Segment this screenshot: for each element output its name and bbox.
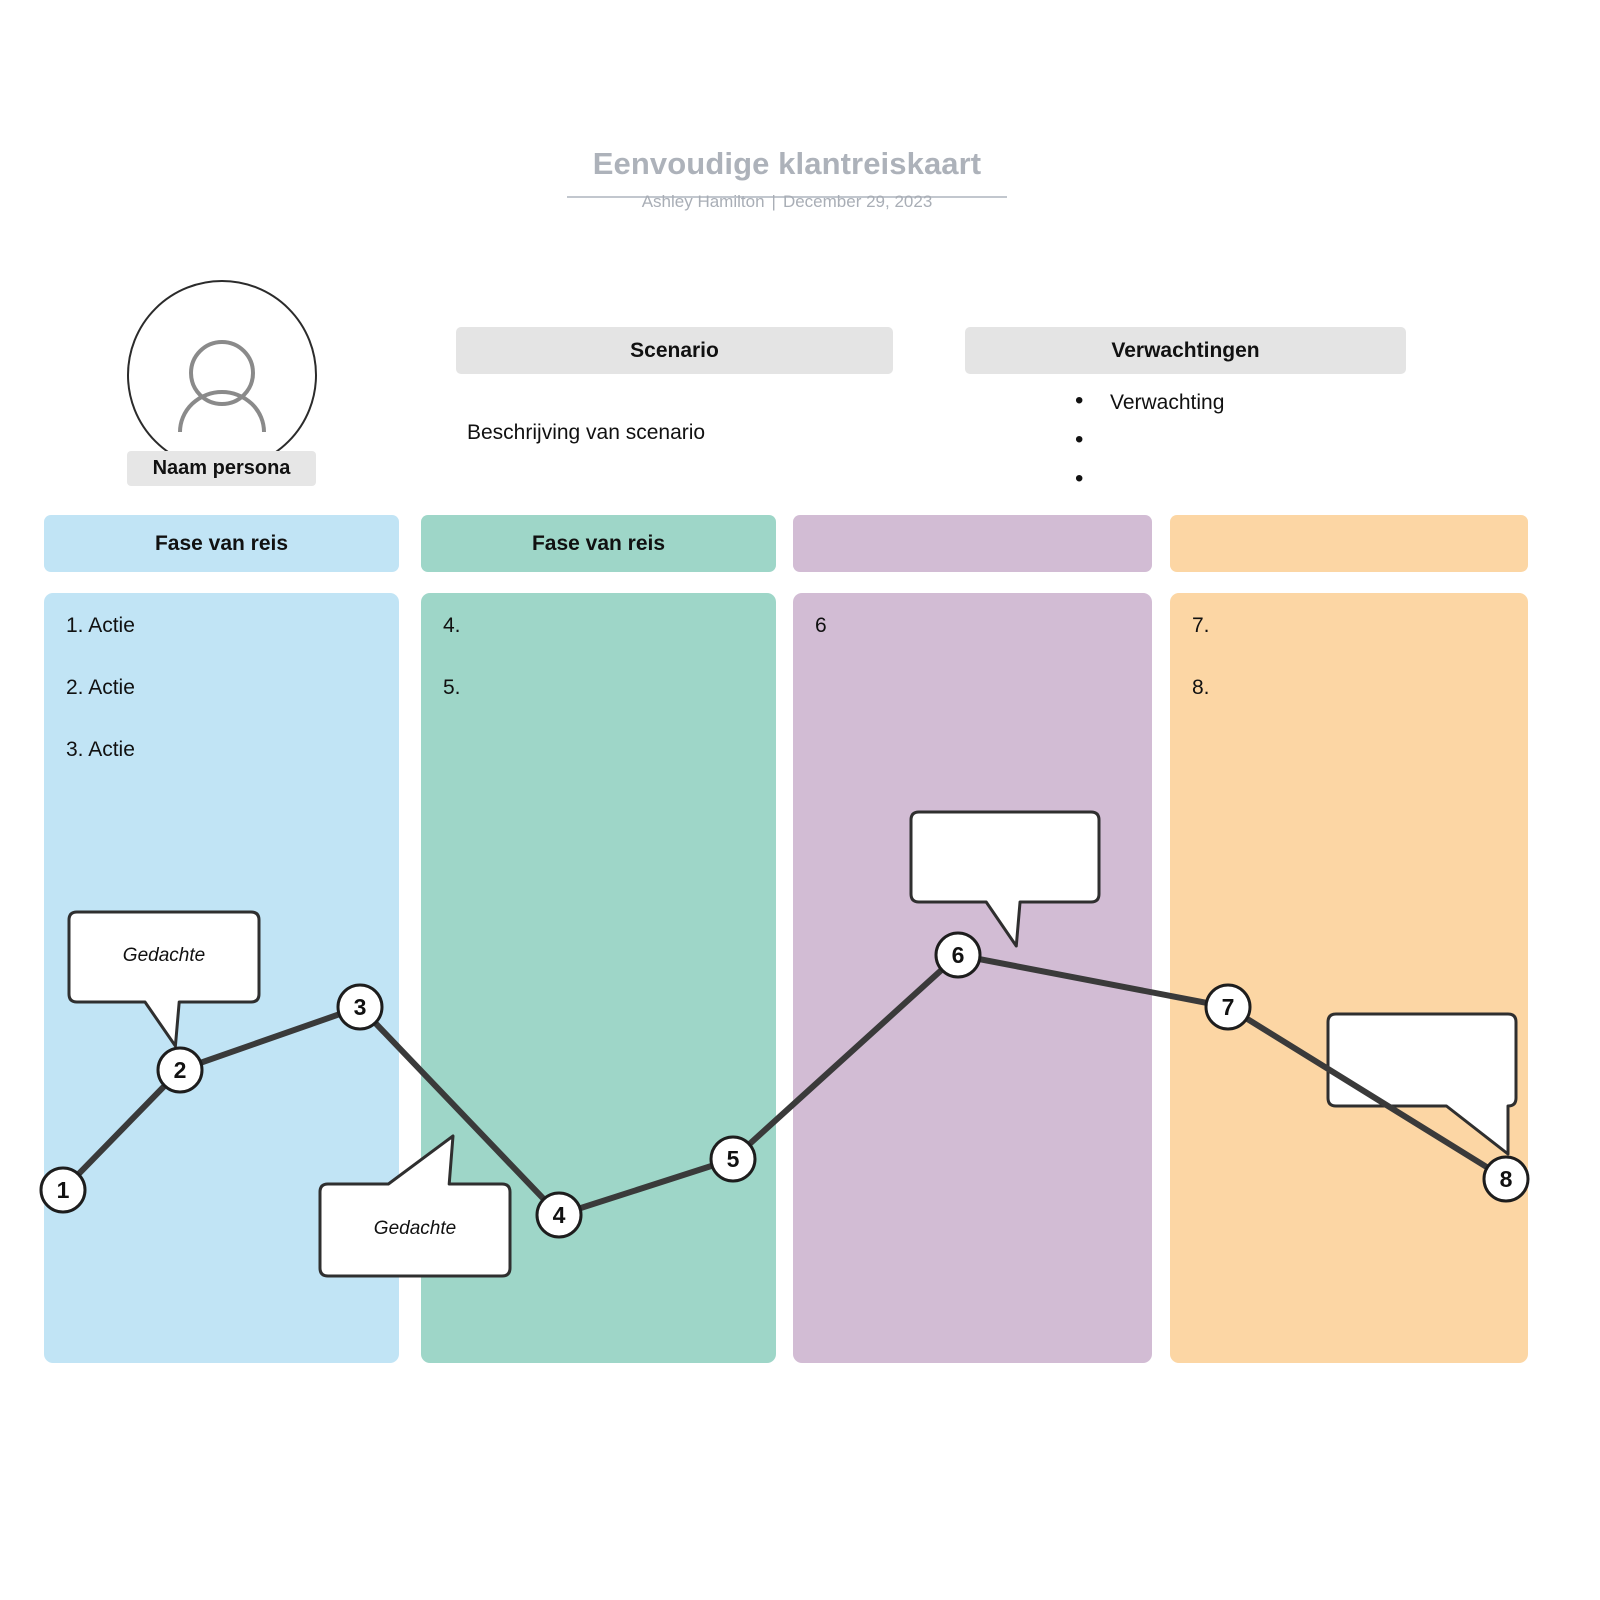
byline: Ashley Hamilton | December 29, 2023 [567, 192, 1007, 212]
page-title: Eenvoudige klantreiskaart [567, 146, 1007, 198]
action-item[interactable]: 2. Actie [66, 676, 135, 699]
persona-block: Naam persona [127, 280, 317, 490]
expectations-heading: Verwachtingen [965, 327, 1406, 374]
phase-header-2[interactable]: Fase van reis [421, 515, 776, 572]
action-item[interactable]: 6 [815, 614, 827, 637]
author-name: Ashley Hamilton [641, 192, 765, 211]
document-date: December 29, 2023 [782, 192, 933, 211]
list-item[interactable] [1072, 467, 1402, 492]
phase-header-label: Fase van reis [154, 531, 289, 555]
thought-bubble-1-text[interactable]: Gedachte [122, 945, 206, 966]
thought-bubble-2-text[interactable]: Gedachte [373, 1218, 457, 1239]
expectations-list: Verwachting [1072, 389, 1402, 509]
action-item[interactable]: 5. [443, 676, 461, 699]
phase-header-label: Fase van reis [531, 531, 666, 555]
phase-body-3: 6 [793, 593, 1152, 1363]
list-item[interactable]: Verwachting [1072, 389, 1402, 414]
action-item[interactable]: 4. [443, 614, 461, 637]
scenario-heading: Scenario [456, 327, 893, 374]
list-item[interactable] [1072, 428, 1402, 453]
byline-separator: | [771, 192, 776, 211]
persona-name-badge[interactable]: Naam persona [127, 451, 316, 486]
action-item[interactable]: 7. [1192, 614, 1210, 637]
scenario-description[interactable]: Beschrijving van scenario [467, 421, 706, 444]
phase-body-1: 1. Actie 2. Actie 3. Actie [44, 593, 399, 1363]
action-item[interactable]: 8. [1192, 676, 1210, 699]
phase-body-4: 7. 8. [1170, 593, 1528, 1363]
phase-header-1[interactable]: Fase van reis [44, 515, 399, 572]
person-avatar-icon [178, 340, 266, 433]
action-item[interactable]: 1. Actie [66, 614, 135, 637]
phase-header-4[interactable] [1170, 515, 1528, 572]
phase-header-3[interactable] [793, 515, 1152, 572]
persona-avatar-frame [127, 280, 317, 470]
action-item[interactable]: 3. Actie [66, 738, 135, 761]
phase-body-2: 4. 5. [421, 593, 776, 1363]
